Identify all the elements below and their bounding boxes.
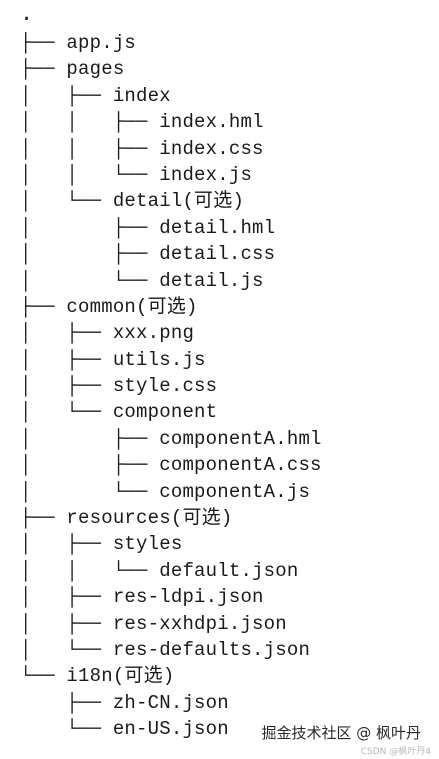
tree-branch-prefix: │ └── bbox=[20, 190, 113, 213]
tree-branch-prefix: │ ├── bbox=[20, 348, 113, 371]
tree-branch-prefix: ├── bbox=[20, 295, 67, 318]
tree-branch-prefix: │ │ └── bbox=[20, 559, 160, 582]
tree-entry-name: styles bbox=[112, 533, 183, 556]
tree-entry-name: common(可选) bbox=[66, 295, 198, 318]
tree-branch-prefix: │ │ ├── bbox=[20, 137, 160, 160]
tree-branch-prefix: │ ├── bbox=[20, 533, 113, 556]
tree-branch-prefix: │ ├── bbox=[20, 322, 113, 345]
tree-entry-name: res-defaults.json bbox=[112, 638, 311, 661]
tree-entry: │ │ └── default.json bbox=[20, 558, 322, 584]
tree-entry: │ ├── res-ldpi.json bbox=[20, 584, 322, 610]
tree-branch-prefix: │ │ ├── bbox=[20, 111, 160, 134]
tree-entry-name: res-xxhdpi.json bbox=[112, 612, 287, 635]
tree-entry: ├── pages bbox=[20, 56, 322, 82]
watermark-sub: CSDN @枫叶丹4 bbox=[360, 747, 431, 757]
tree-branch-prefix: ├── bbox=[20, 507, 67, 530]
tree-entry: ├── resources(可选) bbox=[20, 505, 322, 531]
tree-branch-prefix: ├── bbox=[20, 32, 67, 54]
tree-entry: │ ├── detail.css bbox=[20, 241, 322, 267]
tree-entry-name: detail.hml bbox=[159, 216, 276, 239]
tree-entry-name: componentA.hml bbox=[159, 427, 322, 450]
tree-branch-prefix: │ └── bbox=[20, 269, 160, 292]
tree-branch-prefix: │ ├── bbox=[20, 586, 113, 609]
tree-lines: ├── app.js├── pages│ ├── index│ │ ├── in… bbox=[20, 30, 322, 743]
tree-entry: ├── app.js bbox=[20, 30, 322, 56]
tree-branch-prefix: │ │ └── bbox=[20, 163, 160, 186]
tree-entry-name: zh-CN.json bbox=[112, 691, 229, 714]
tree-entry-name: res-ldpi.json bbox=[112, 586, 264, 609]
tree-entry-name: xxx.png bbox=[112, 322, 195, 345]
tree-entry-name: componentA.js bbox=[159, 480, 311, 503]
tree-entry-name: pages bbox=[66, 58, 125, 81]
tree-entry: └── i18n(可选) bbox=[20, 663, 322, 689]
tree-entry-name: component bbox=[112, 401, 218, 424]
tree-entry-name: index.hml bbox=[159, 111, 264, 134]
watermark: 掘金技术社区 @ 枫叶丹 bbox=[261, 724, 421, 742]
tree-entry: │ ├── utils.js bbox=[20, 347, 322, 373]
tree-entry-name: resources(可选) bbox=[66, 507, 233, 530]
tree-entry: │ └── res-defaults.json bbox=[20, 637, 322, 663]
tree-entry: │ └── componentA.js bbox=[20, 479, 322, 505]
tree-entry-name: index.css bbox=[159, 137, 264, 160]
tree-entry-name: componentA.css bbox=[159, 454, 322, 477]
tree-entry: ├── common(可选) bbox=[20, 294, 322, 320]
tree-branch-prefix: └── bbox=[20, 665, 67, 688]
tree-branch-prefix: │ ├── bbox=[20, 216, 160, 239]
tree-branch-prefix: │ └── bbox=[20, 638, 113, 661]
tree-entry-name: detail.js bbox=[159, 269, 264, 292]
tree-entry: │ └── component bbox=[20, 399, 322, 425]
tree-entry: ├── zh-CN.json bbox=[20, 690, 322, 716]
tree-entry: │ │ ├── index.css bbox=[20, 136, 322, 162]
tree-branch-prefix: │ └── bbox=[20, 480, 160, 503]
tree-entry-name: utils.js bbox=[112, 348, 206, 371]
tree-entry-name: detail(可选) bbox=[112, 190, 245, 213]
tree-entry: │ ├── componentA.css bbox=[20, 452, 322, 478]
tree-entry-name: detail.css bbox=[159, 243, 276, 266]
tree-entry: │ ├── res-xxhdpi.json bbox=[20, 611, 322, 637]
tree-entry: │ ├── xxx.png bbox=[20, 320, 322, 346]
directory-tree: . ├── app.js├── pages│ ├── index│ │ ├── … bbox=[20, 4, 322, 743]
tree-entry: │ ├── componentA.hml bbox=[20, 426, 322, 452]
tree-entry-name: en-US.json bbox=[112, 718, 229, 741]
tree-entry: │ ├── style.css bbox=[20, 373, 322, 399]
tree-branch-prefix: │ ├── bbox=[20, 454, 160, 477]
tree-entry: │ └── detail.js bbox=[20, 268, 322, 294]
tree-branch-prefix: │ ├── bbox=[20, 427, 160, 450]
tree-branch-prefix: │ ├── bbox=[20, 84, 113, 107]
tree-branch-prefix: │ └── bbox=[20, 401, 113, 424]
tree-entry-name: default.json bbox=[159, 559, 299, 582]
tree-entry-name: index bbox=[112, 84, 171, 107]
tree-root: . bbox=[20, 2, 34, 27]
tree-entry: │ └── detail(可选) bbox=[20, 188, 322, 214]
tree-branch-prefix: │ ├── bbox=[20, 375, 113, 398]
tree-entry-name: i18n(可选) bbox=[66, 665, 175, 688]
tree-entry-name: app.js bbox=[66, 32, 137, 54]
tree-entry: │ ├── styles bbox=[20, 531, 322, 557]
tree-branch-prefix: └── bbox=[20, 718, 113, 741]
tree-entry: │ │ ├── index.hml bbox=[20, 109, 322, 135]
tree-branch-prefix: ├── bbox=[20, 691, 113, 714]
tree-entry: └── en-US.json bbox=[20, 716, 322, 742]
tree-entry-name: style.css bbox=[112, 375, 218, 398]
tree-branch-prefix: ├── bbox=[20, 58, 67, 81]
tree-branch-prefix: │ ├── bbox=[20, 612, 113, 635]
tree-entry: │ ├── detail.hml bbox=[20, 215, 322, 241]
tree-entry: │ ├── index bbox=[20, 83, 322, 109]
tree-branch-prefix: │ ├── bbox=[20, 243, 160, 266]
tree-entry-name: index.js bbox=[159, 163, 253, 186]
tree-entry: │ │ └── index.js bbox=[20, 162, 322, 188]
